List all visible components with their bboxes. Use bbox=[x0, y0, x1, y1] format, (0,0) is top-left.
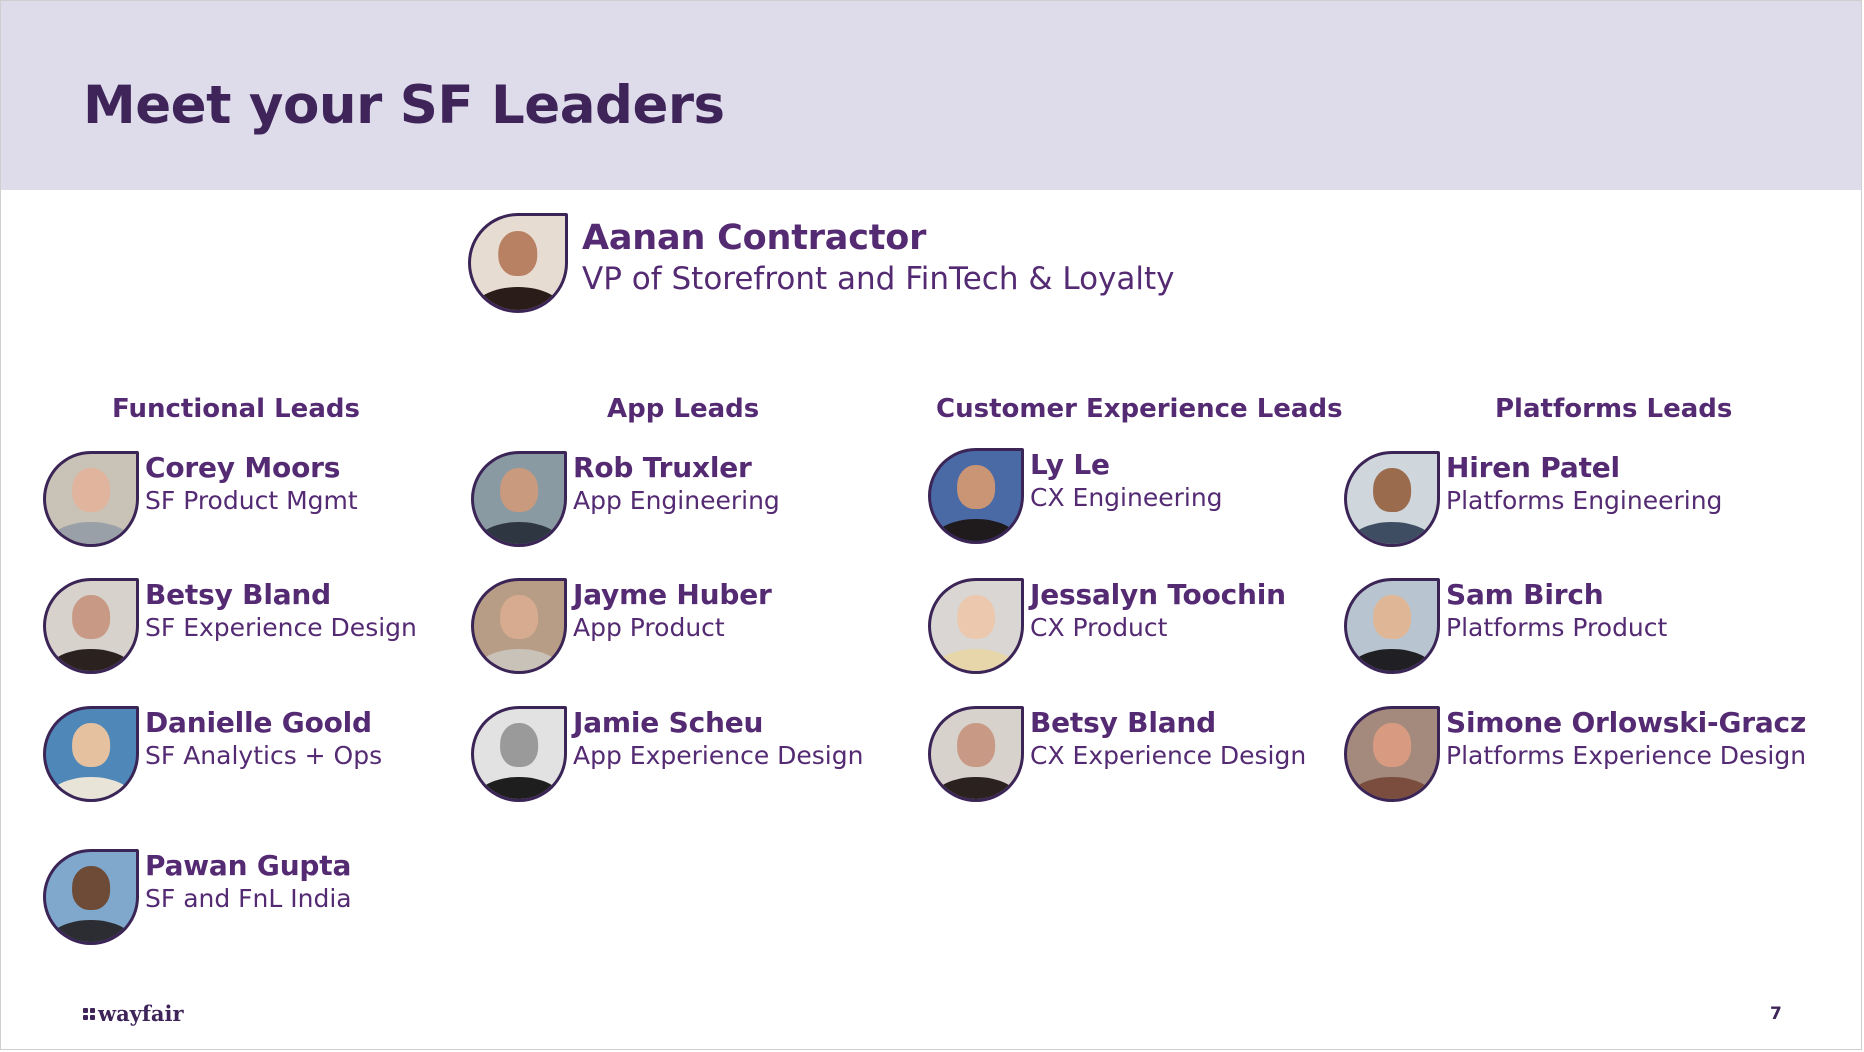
leader-card: Ly Le CX Engineering bbox=[928, 448, 1223, 544]
leader-card: Hiren Patel Platforms Engineering bbox=[1344, 451, 1722, 547]
leader-name: Ly Le bbox=[1030, 448, 1110, 481]
leader-role: App Product bbox=[573, 613, 725, 642]
avatar bbox=[1344, 578, 1440, 674]
header-band bbox=[1, 1, 1861, 190]
leader-name: Hiren Patel bbox=[1446, 451, 1620, 484]
leader-role: SF Experience Design bbox=[145, 613, 417, 642]
leader-role: Platforms Engineering bbox=[1446, 486, 1723, 515]
leader-role: SF and FnL India bbox=[145, 884, 352, 913]
avatar bbox=[471, 706, 567, 802]
avatar bbox=[928, 706, 1024, 802]
avatar bbox=[1344, 451, 1440, 547]
avatar bbox=[43, 578, 139, 674]
leader-card: Rob Truxler App Engineering bbox=[471, 451, 780, 547]
leader-role: Platforms Product bbox=[1446, 613, 1668, 642]
wayfair-mark-icon bbox=[83, 1007, 95, 1020]
leader-card: Simone Orlowski-Gracz Platforms Experien… bbox=[1344, 706, 1806, 802]
leader-name: Jessalyn Toochin bbox=[1030, 578, 1286, 611]
leader-name: Sam Birch bbox=[1446, 578, 1604, 611]
leader-role: CX Product bbox=[1030, 613, 1168, 642]
leader-name: Rob Truxler bbox=[573, 451, 752, 484]
column-heading-app: App Leads bbox=[607, 394, 760, 424]
leader-card: Pawan Gupta SF and FnL India bbox=[43, 849, 352, 945]
leader-role: App Engineering bbox=[573, 486, 780, 515]
leader-name: Danielle Goold bbox=[145, 706, 372, 739]
leader-role: CX Experience Design bbox=[1030, 741, 1307, 770]
leader-role: Platforms Experience Design bbox=[1446, 741, 1807, 770]
leader-card: Betsy Bland SF Experience Design bbox=[43, 578, 417, 674]
leader-name: Simone Orlowski-Gracz bbox=[1446, 706, 1807, 739]
leader-name: Betsy Bland bbox=[1030, 706, 1216, 739]
leader-name: Pawan Gupta bbox=[145, 849, 352, 882]
leader-name: Jayme Huber bbox=[573, 578, 772, 611]
avatar bbox=[43, 451, 139, 547]
avatar bbox=[928, 578, 1024, 674]
leader-card: Jayme Huber App Product bbox=[471, 578, 772, 674]
column-heading-cx: Customer Experience Leads bbox=[936, 394, 1343, 424]
vp-name: Aanan Contractor bbox=[582, 218, 927, 258]
avatar bbox=[43, 706, 139, 802]
vp-card: Aanan Contractor VP of Storefront and Fi… bbox=[468, 213, 1175, 313]
leader-card: Danielle Goold SF Analytics + Ops bbox=[43, 706, 382, 802]
page-number: 7 bbox=[1770, 1004, 1782, 1024]
avatar bbox=[928, 448, 1024, 544]
column-heading-functional: Functional Leads bbox=[112, 394, 360, 424]
leader-role: SF Analytics + Ops bbox=[145, 741, 383, 770]
page-title: Meet your SF Leaders bbox=[83, 75, 725, 136]
leader-role: CX Engineering bbox=[1030, 483, 1223, 512]
leader-name: Jamie Scheu bbox=[573, 706, 764, 739]
wayfair-logo: wayfair bbox=[83, 1001, 184, 1026]
avatar bbox=[468, 213, 568, 313]
leader-card: Sam Birch Platforms Product bbox=[1344, 578, 1667, 674]
leader-role: App Experience Design bbox=[573, 741, 864, 770]
leader-role: SF Product Mgmt bbox=[145, 486, 358, 515]
leader-name: Betsy Bland bbox=[145, 578, 331, 611]
avatar bbox=[1344, 706, 1440, 802]
avatar bbox=[471, 578, 567, 674]
leader-card: Jessalyn Toochin CX Product bbox=[928, 578, 1286, 674]
vp-role: VP of Storefront and FinTech & Loyalty bbox=[582, 261, 1175, 297]
column-heading-platforms: Platforms Leads bbox=[1495, 394, 1733, 424]
leader-name: Corey Moors bbox=[145, 451, 341, 484]
logo-text: wayfair bbox=[98, 1001, 184, 1026]
avatar bbox=[43, 849, 139, 945]
leader-card: Jamie Scheu App Experience Design bbox=[471, 706, 863, 802]
avatar bbox=[471, 451, 567, 547]
leader-card: Corey Moors SF Product Mgmt bbox=[43, 451, 358, 547]
leader-card: Betsy Bland CX Experience Design bbox=[928, 706, 1306, 802]
